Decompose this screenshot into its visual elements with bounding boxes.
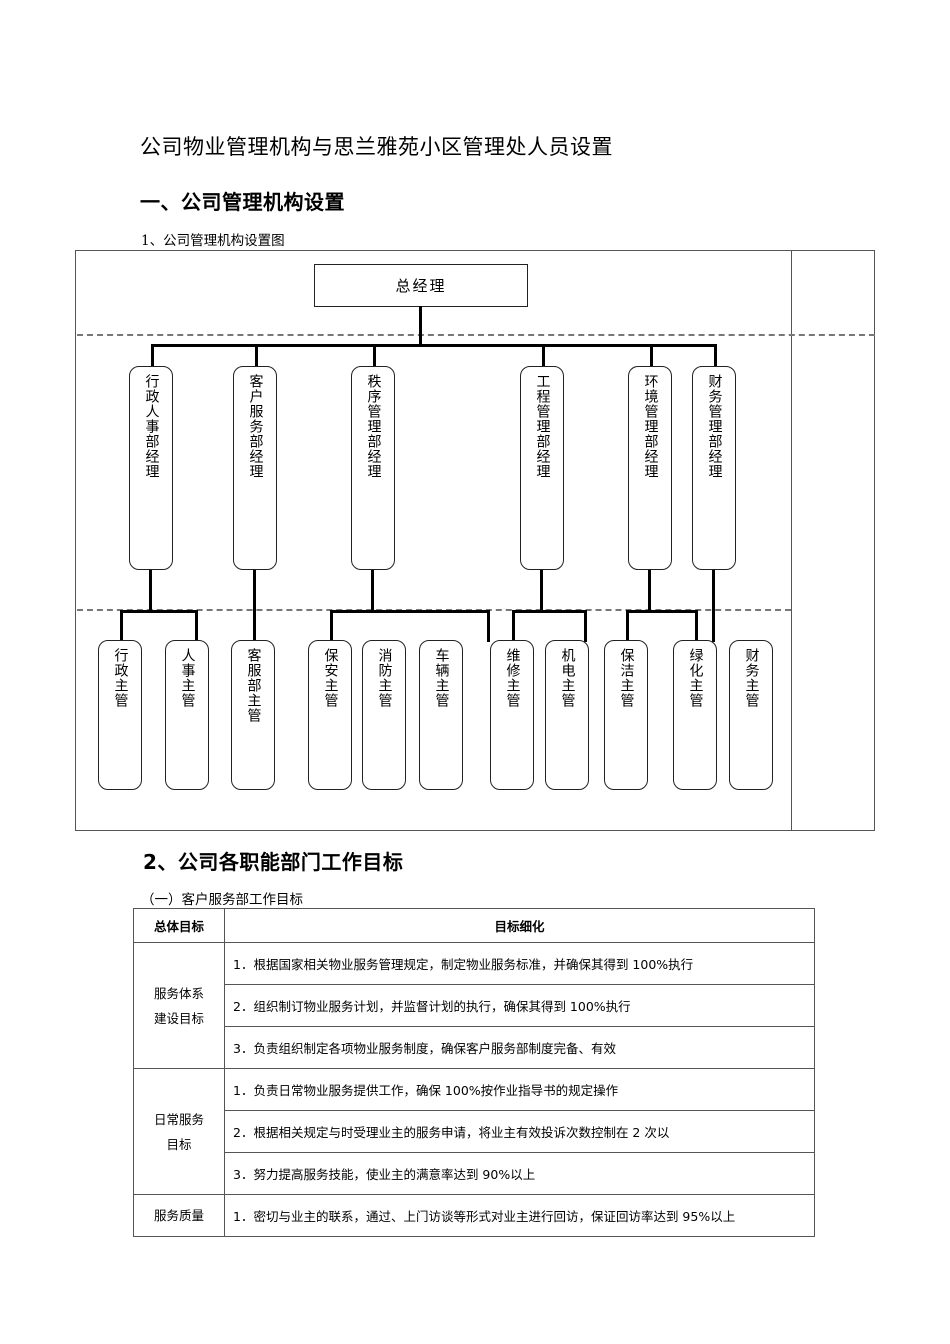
connector-drop-dept-6 bbox=[714, 344, 717, 368]
org-node-dept-2: 客户服务部经理 bbox=[233, 366, 277, 570]
table-row: 3．负责组织制定各项物业服务制度，确保客户服务部制度完备、有效 bbox=[134, 1026, 815, 1069]
org-node-sup-7: 维修主管 bbox=[490, 640, 534, 790]
table-row: 2．组织制订物业服务计划，并监督计划的执行，确保其得到 100%执行 bbox=[134, 984, 815, 1027]
org-node-dept-6: 财务管理部经理 bbox=[692, 366, 736, 570]
org-node-label: 财务主管 bbox=[743, 648, 760, 708]
table-header-row: 总体目标 目标细化 bbox=[133, 908, 815, 943]
org-node-label: 客服部主管 bbox=[245, 648, 262, 723]
org-node-label: 行政人事部经理 bbox=[143, 374, 160, 479]
connector-stem-dept-2 bbox=[253, 570, 256, 642]
connector-bus-group-environment bbox=[626, 610, 698, 613]
org-node-general-manager: 总经理 bbox=[314, 264, 528, 307]
connector-stem-dept-1 bbox=[149, 570, 152, 612]
org-node-sup-5: 消防主管 bbox=[362, 640, 406, 790]
org-node-label: 机电主管 bbox=[559, 648, 576, 708]
row-category-3: 服务质量 bbox=[133, 1194, 225, 1237]
connector-drop-dept-4 bbox=[542, 344, 545, 368]
connector-gm-stem bbox=[419, 306, 422, 346]
connector-drop-dept-5 bbox=[650, 344, 653, 368]
column-header-detail: 目标细化 bbox=[224, 908, 815, 943]
row-category-line1: 日常服务 bbox=[153, 1111, 204, 1127]
row-category-line2: 目标 bbox=[166, 1136, 192, 1152]
org-node-dept-5: 环境管理部经理 bbox=[628, 366, 672, 570]
connector-stem-dept-6 bbox=[712, 570, 715, 642]
connector-drop-dept-2 bbox=[255, 344, 258, 368]
table-row: 3．努力提高服务技能，使业主的满意率达到 90%以上 bbox=[134, 1152, 815, 1195]
row-detail: 3．努力提高服务技能，使业主的满意率达到 90%以上 bbox=[224, 1152, 815, 1195]
row-detail: 1．密切与业主的联系，通过、上门访谈等形式对业主进行回访，保证回访率达到 95%… bbox=[224, 1194, 815, 1237]
connector-bus-group-engineering bbox=[512, 610, 587, 613]
org-node-label: 维修主管 bbox=[504, 648, 521, 708]
row-detail: 1．根据国家相关物业服务管理规定，制定物业服务标准，并确保其得到 100%执行 bbox=[224, 942, 815, 985]
section-2-heading: 2、公司各职能部门工作目标 bbox=[143, 850, 404, 874]
org-node-dept-3: 秩序管理部经理 bbox=[351, 366, 395, 570]
org-node-label: 总经理 bbox=[395, 277, 447, 295]
connector-drop-sup-4 bbox=[330, 610, 333, 642]
page-title: 公司物业管理机构与思兰雅苑小区管理处人员设置 bbox=[140, 135, 613, 159]
table-row: 服务体系 建设目标 1．根据国家相关物业服务管理规定，制定物业服务标准，并确保其… bbox=[133, 942, 815, 1069]
org-node-sup-4: 保安主管 bbox=[308, 640, 352, 790]
goals-table: 总体目标 目标细化 服务体系 建设目标 1．根据国家相关物业服务管理规定，制定物… bbox=[133, 908, 815, 1237]
connector-drop-sup-8 bbox=[584, 610, 587, 642]
table-row: 服务质量 1．密切与业主的联系，通过、上门访谈等形式对业主进行回访，保证回访率达… bbox=[133, 1194, 815, 1237]
org-node-dept-4: 工程管理部经理 bbox=[520, 366, 564, 570]
org-node-label: 消防主管 bbox=[376, 648, 393, 708]
connector-stem-dept-5 bbox=[648, 570, 651, 612]
org-node-sup-3: 客服部主管 bbox=[231, 640, 275, 790]
column-header-category: 总体目标 bbox=[133, 908, 225, 943]
section-1-heading: 一、公司管理机构设置 bbox=[140, 190, 345, 214]
connector-drop-sup-6 bbox=[487, 610, 490, 642]
connector-drop-dept-3 bbox=[373, 344, 376, 368]
org-node-label: 秩序管理部经理 bbox=[365, 374, 382, 479]
org-node-label: 保洁主管 bbox=[618, 648, 635, 708]
connector-drop-dept-1 bbox=[151, 344, 154, 368]
row-detail: 2．根据相关规定与时受理业主的服务申请，将业主有效投诉次数控制在 2 次以 bbox=[224, 1110, 815, 1153]
connector-bus-group-order bbox=[330, 610, 490, 613]
connector-drop-sup-2 bbox=[195, 610, 198, 642]
chart-vertical-divider bbox=[791, 251, 792, 830]
org-node-sup-10: 绿化主管 bbox=[673, 640, 717, 790]
org-node-sup-8: 机电主管 bbox=[545, 640, 589, 790]
row-category-1: 服务体系 建设目标 bbox=[133, 942, 225, 1069]
connector-drop-sup-1 bbox=[120, 610, 123, 642]
org-node-label: 工程管理部经理 bbox=[534, 374, 551, 479]
row-detail: 2．组织制订物业服务计划，并监督计划的执行，确保其得到 100%执行 bbox=[224, 984, 815, 1027]
connector-stem-dept-3 bbox=[371, 570, 374, 612]
org-node-sup-11: 财务主管 bbox=[729, 640, 773, 790]
row-category-line2: 建设目标 bbox=[153, 1010, 204, 1026]
org-node-label: 保安主管 bbox=[322, 648, 339, 708]
table-row: 2．根据相关规定与时受理业主的服务申请，将业主有效投诉次数控制在 2 次以 bbox=[134, 1110, 815, 1153]
row-detail: 1．负责日常物业服务提供工作，确保 100%按作业指导书的规定操作 bbox=[224, 1068, 815, 1111]
org-node-label: 绿化主管 bbox=[687, 648, 704, 708]
org-node-label: 环境管理部经理 bbox=[642, 374, 659, 479]
connector-drop-sup-7 bbox=[512, 610, 515, 642]
section-2-subheading: （一）客户服务部工作目标 bbox=[141, 892, 303, 908]
org-node-label: 人事主管 bbox=[179, 648, 196, 708]
connector-drop-sup-9 bbox=[626, 610, 629, 642]
org-node-dept-1: 行政人事部经理 bbox=[129, 366, 173, 570]
connector-drop-sup-10 bbox=[695, 610, 698, 642]
row-category-line1: 服务体系 bbox=[153, 985, 204, 1001]
connector-stem-dept-4 bbox=[540, 570, 543, 612]
org-node-sup-6: 车辆主管 bbox=[419, 640, 463, 790]
org-node-sup-9: 保洁主管 bbox=[604, 640, 648, 790]
org-node-label: 车辆主管 bbox=[433, 648, 450, 708]
table-row: 日常服务 目标 1．负责日常物业服务提供工作，确保 100%按作业指导书的规定操… bbox=[133, 1068, 815, 1195]
org-node-label: 财务管理部经理 bbox=[706, 374, 723, 479]
row-category-2: 日常服务 目标 bbox=[133, 1068, 225, 1195]
chart-dashed-separator-top bbox=[77, 334, 875, 336]
org-node-sup-2: 人事主管 bbox=[165, 640, 209, 790]
row-detail: 3．负责组织制定各项物业服务制度，确保客户服务部制度完备、有效 bbox=[224, 1026, 815, 1069]
connector-bus-group-admin bbox=[120, 610, 198, 613]
org-node-sup-1: 行政主管 bbox=[98, 640, 142, 790]
section-1-subheading: 1、公司管理机构设置图 bbox=[141, 233, 285, 249]
org-node-label: 行政主管 bbox=[112, 648, 129, 708]
connector-level1-bus bbox=[151, 344, 717, 347]
org-node-label: 客户服务部经理 bbox=[247, 374, 264, 479]
